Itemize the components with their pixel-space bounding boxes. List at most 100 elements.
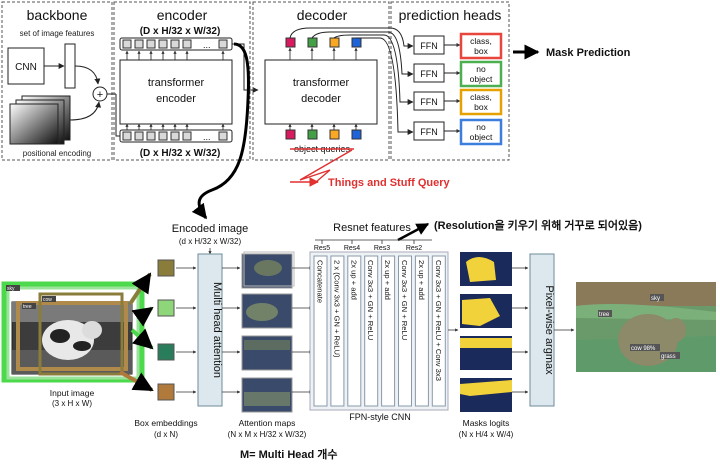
prediction-output-line2: box <box>474 46 488 56</box>
fpn-column-label: Conv 3x3 + GN + ReLU <box>366 260 375 340</box>
encoded-image-label: Encoded image <box>172 223 248 235</box>
masks-logits-shape: (N x H/4 x W/4) <box>459 430 514 439</box>
prediction-output-box <box>459 118 503 146</box>
fpn-column-label: 2x up + add <box>349 260 358 300</box>
fpn-column-label: Conv 3x3 + GN + ReLU + Conv 3x3 <box>434 260 443 381</box>
decoder-block-label-2: decoder <box>301 93 341 105</box>
encoder-output-tokens: ... <box>119 37 233 51</box>
fpn-column <box>398 255 412 407</box>
cnn-label: CNN <box>15 62 37 73</box>
resnet-features-label: Resnet features <box>333 222 411 234</box>
decoder-block-label-1: transformer <box>293 77 350 89</box>
box-embedding-square <box>157 343 175 361</box>
mha-label: Multi head attention <box>211 282 223 378</box>
encoder-input-tokens: ... <box>119 129 233 143</box>
res-label: Res4 <box>344 245 360 252</box>
attention-maps-shape: (N x M x H/32 x W/32) <box>228 430 307 439</box>
fpn-column-label: 2x up + add <box>383 260 392 300</box>
fpn-column <box>414 255 429 407</box>
fpn-column <box>431 255 446 407</box>
encoder-block-label-1: transformer <box>148 77 205 89</box>
encoder-shape-top: (D x H/32 x W/32) <box>140 26 221 37</box>
box-embeddings <box>157 259 175 401</box>
positional-encoding-image <box>9 95 71 145</box>
ffn-label: FFN <box>420 97 438 107</box>
prediction-output-line2: box <box>474 102 488 112</box>
fpn-column-label: 2x up + add <box>417 260 426 300</box>
fpn-column <box>330 255 345 407</box>
encoded-image-curve-arrow <box>191 42 250 220</box>
transformer-decoder-block <box>264 59 378 125</box>
attention-maps-label: Attention maps <box>239 418 296 428</box>
decoder-title: decoder <box>297 7 348 23</box>
svg-text:...: ... <box>203 40 211 50</box>
svg-text:+: + <box>97 89 103 101</box>
box-to-embedding-arrows <box>119 272 154 392</box>
backbone-title: backbone <box>27 7 88 23</box>
fpn-column <box>313 255 328 407</box>
decoder-panel: decoder transformer decoder object queri… <box>252 1 390 161</box>
ffn-label: FFN <box>420 127 438 137</box>
fpn-column-label: Concatenate <box>316 260 325 303</box>
object-query-tokens <box>285 129 362 140</box>
svg-text:...: ... <box>203 132 211 142</box>
fpn-column-label: Conv 3x3 + GN + ReLU <box>400 260 409 340</box>
decoder-to-ffn-arrows <box>289 27 414 135</box>
seg-label-cow: cow 98% <box>631 346 656 352</box>
box-embedding-square <box>157 259 175 277</box>
input-tag-sky: sky <box>7 286 15 292</box>
input-image: sky tree cow <box>1 281 145 383</box>
prediction-output-box <box>459 88 503 116</box>
box-embedding-square <box>157 383 175 401</box>
prediction-output-line1: no <box>476 64 486 74</box>
seg-label-sky: sky <box>651 296 660 302</box>
fpn-column <box>381 255 396 407</box>
box-embeddings-shape: (d x N) <box>154 430 178 439</box>
prediction-output-box <box>459 32 503 60</box>
embedding-to-mha-arrows <box>176 248 212 394</box>
input-tag-cow: cow <box>43 297 52 303</box>
prediction-output-line2: object <box>470 132 493 142</box>
argmax-label: Pixel-wise argmax <box>543 285 555 375</box>
prediction-output-line2: object <box>470 74 493 84</box>
fpn-column <box>364 255 379 407</box>
feature-map <box>64 43 76 89</box>
encoder-panel: encoder (D x H/32 x W/32) ... transforme… <box>113 1 259 161</box>
features-label: set of image features <box>20 29 95 38</box>
things-stuff-zigzag <box>299 149 353 183</box>
segmentation-output: sky tree cow 98% grass <box>576 282 716 372</box>
backbone-panel: backbone set of image features CNN + pos… <box>1 1 116 161</box>
box-embedding-square <box>157 299 175 317</box>
seg-label-tree: tree <box>599 312 610 318</box>
ffn-label: FFN <box>420 41 438 51</box>
input-image-shape: (3 x H x W) <box>52 399 92 408</box>
prediction-heads-title: prediction heads <box>399 7 502 23</box>
res-label: Res2 <box>406 245 422 252</box>
mask-logits <box>460 252 512 412</box>
transformer-encoder-block <box>119 59 233 125</box>
posenc-label: positional encoding <box>23 149 92 158</box>
encoded-image-shape: (d x H/32 x W/32) <box>179 237 242 246</box>
input-image-label: Input image <box>50 388 95 398</box>
ffn-label: FFN <box>420 69 438 79</box>
prediction-output-line1: no <box>476 122 486 132</box>
res-label: Res5 <box>314 245 330 252</box>
fpn-column-label: 2 x (Conv 3x3 + GN + ReLU) <box>332 260 341 358</box>
decoder-output-queries <box>285 37 362 48</box>
encoder-block-label-2: encoder <box>156 93 196 105</box>
masks-logits-label: Masks logits <box>463 418 510 428</box>
mask-prediction-label: Mask Prediction <box>546 47 631 59</box>
encoder-shape-bottom: (D x H/32 x W/32) <box>140 148 221 159</box>
things-stuff-label: Things and Stuff Query <box>328 177 450 189</box>
multi-head-attention-block <box>197 253 223 407</box>
m-note: M= Multi Head 개수 <box>240 447 338 461</box>
fpn-column <box>347 255 362 407</box>
attention-maps <box>241 251 295 413</box>
box-embeddings-label: Box embeddings <box>134 418 197 428</box>
prediction-output-box <box>459 60 503 88</box>
resolution-note: (Resolution을 키우기 위해 거꾸로 되어있음) <box>434 218 642 232</box>
fpn-label: FPN-style CNN <box>349 412 411 422</box>
encoder-title: encoder <box>157 7 208 23</box>
seg-label-grass: grass <box>661 354 676 360</box>
